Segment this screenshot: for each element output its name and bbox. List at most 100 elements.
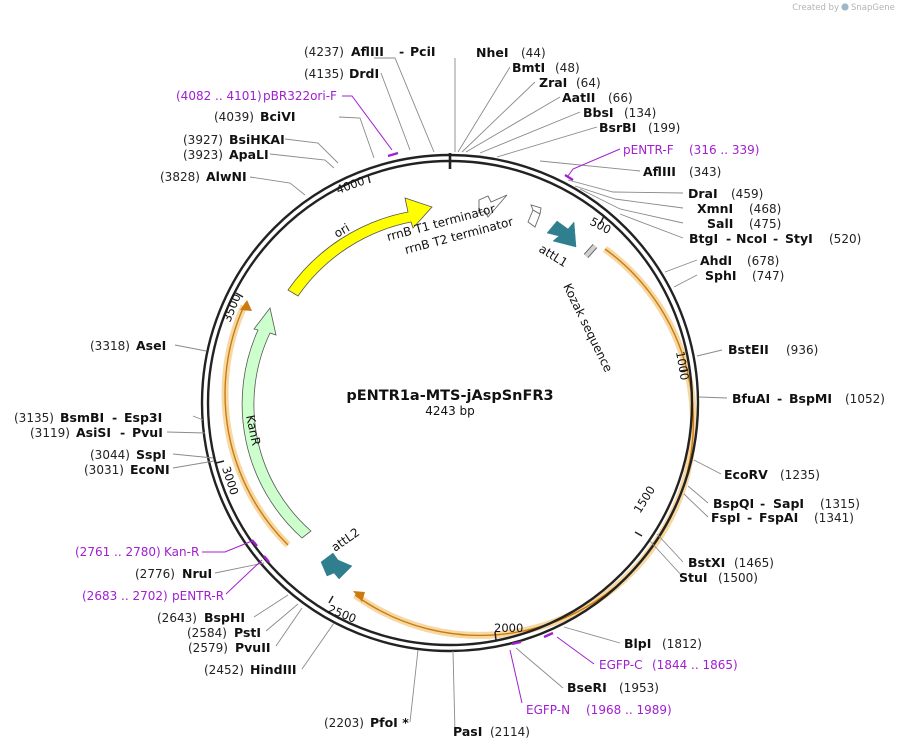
svg-text:(64): (64): [576, 76, 601, 90]
site-label-pstI[interactable]: (2584) PstI: [187, 625, 261, 640]
svg-text:StyI: StyI: [785, 231, 813, 246]
svg-text:(44): (44): [521, 46, 546, 60]
svg-text:(1315): (1315): [820, 497, 860, 511]
feature-label-kozak: Kozak sequence: [560, 281, 615, 374]
svg-text:SalI: SalI: [707, 216, 733, 231]
site-label-apaLI[interactable]: (3923) ApaLI: [183, 147, 269, 162]
site-label-bsmBI-esp3I[interactable]: (3135) BsmBI - Esp3I: [14, 410, 162, 425]
feature-label-attl1: attL1: [536, 242, 570, 270]
site-label-aflIII[interactable]: AflIII (343): [643, 164, 721, 179]
primer-label-pentr-f[interactable]: pENTR-F (316 .. 339): [623, 143, 759, 157]
site-label-bsrBI[interactable]: BsrBI (199): [599, 120, 680, 135]
site-label-draI[interactable]: DraI (459): [688, 186, 763, 201]
site-label-fspI-fspAI[interactable]: FspI - FspAI (1341): [711, 510, 854, 525]
primer-label-egfp-c[interactable]: EGFP-C (1844 .. 1865): [599, 658, 738, 672]
site-label-bseRI[interactable]: BseRI (1953): [567, 680, 659, 695]
svg-text:(3923): (3923): [183, 148, 223, 162]
site-label-aflIII-pciI[interactable]: (4237) AflIII - PciI: [304, 44, 436, 59]
ori-feature[interactable]: [287, 197, 433, 297]
svg-text:(4237): (4237): [304, 45, 344, 59]
svg-text:(4039): (4039): [214, 110, 254, 124]
svg-text:BspHI: BspHI: [204, 610, 245, 625]
svg-text:BsrBI: BsrBI: [599, 120, 636, 135]
site-label-bsiHKAI[interactable]: (3927) BsiHKAI: [183, 132, 285, 147]
site-label-bciVI[interactable]: (4039) BciVI: [214, 109, 296, 124]
svg-text:-: -: [760, 496, 765, 511]
svg-text:(3318): (3318): [90, 339, 130, 353]
primer-label-kan-r[interactable]: (2761 .. 2780) Kan-R: [75, 545, 199, 559]
rrnb-t1-terminator-feature[interactable]: [478, 194, 508, 218]
tick-label: 2000: [494, 621, 523, 635]
site-label-blpI[interactable]: BlpI (1812): [624, 636, 702, 651]
site-label-bmtI[interactable]: BmtI (48): [512, 60, 580, 75]
svg-text:(1812): (1812): [662, 637, 702, 651]
svg-text:BstXI: BstXI: [688, 555, 725, 570]
credit-brand: SnapGene: [851, 3, 895, 13]
svg-text:(678): (678): [747, 254, 779, 268]
svg-text:PvuI: PvuI: [132, 425, 163, 440]
site-label-zraI[interactable]: ZraI (64): [539, 75, 601, 90]
svg-text:AflIII: AflIII: [643, 164, 676, 179]
svg-text:(4082 .. 4101): (4082 .. 4101): [176, 89, 262, 103]
attl1-feature[interactable]: [546, 220, 577, 248]
svg-text:(134): (134): [624, 106, 656, 120]
site-label-nheI[interactable]: NheI (44): [476, 45, 546, 60]
primer-label-egfp-n[interactable]: EGFP-N (1968 .. 1989): [526, 703, 672, 717]
svg-text:AsiSI: AsiSI: [76, 425, 111, 440]
site-label-ahdI[interactable]: AhdI (678): [700, 253, 779, 268]
site-label-ecoNI[interactable]: (3031) EcoNI: [84, 462, 170, 477]
site-label-ecoRV[interactable]: EcoRV (1235): [724, 467, 820, 482]
site-label-bspQI-sapI[interactable]: BspQI - SapI (1315): [713, 496, 860, 511]
svg-text:ZraI: ZraI: [539, 75, 567, 90]
site-label-hindIII[interactable]: (2452) HindIII: [204, 662, 297, 677]
site-label-bstEII[interactable]: BstEII (936): [728, 342, 818, 357]
rrnb-t2-terminator-feature[interactable]: [527, 204, 542, 228]
svg-text:(1953): (1953): [619, 681, 659, 695]
orf-arrowhead: [240, 300, 252, 311]
svg-text:SspI: SspI: [136, 447, 166, 462]
svg-text:(468): (468): [749, 202, 781, 216]
site-label-bspHI[interactable]: (2643) BspHI: [157, 610, 245, 625]
site-label-pfoI[interactable]: (2203) PfoI *: [324, 715, 409, 730]
site-label-sphI[interactable]: SphI (747): [705, 268, 784, 283]
svg-text:BspQI: BspQI: [713, 496, 754, 511]
site-label-alwNI[interactable]: (3828) AlwNI: [160, 169, 247, 184]
site-label-stuI[interactable]: StuI (1500): [679, 570, 758, 585]
svg-text:(2579): (2579): [188, 641, 228, 655]
site-label-nruI[interactable]: (2776) NruI: [135, 566, 212, 581]
svg-text:(343): (343): [689, 165, 721, 179]
site-label-asiSI-pvuI[interactable]: (3119) AsiSI - PvuI: [30, 425, 163, 440]
svg-text:(316 .. 339): (316 .. 339): [689, 143, 759, 157]
site-label-aseI[interactable]: (3318) AseI: [90, 338, 166, 353]
svg-text:(459): (459): [731, 187, 763, 201]
site-label-salI[interactable]: SalI (475): [707, 216, 781, 231]
svg-text:(48): (48): [555, 61, 580, 75]
site-label-pvuII[interactable]: (2579) PvuII: [188, 640, 271, 655]
orf-arrowhead: [353, 591, 365, 602]
primer-label-pentr-r[interactable]: (2683 .. 2702) pENTR-R: [82, 589, 224, 603]
svg-text:AseI: AseI: [136, 338, 166, 353]
site-label-xmnI[interactable]: XmnI (468): [697, 201, 781, 216]
site-label-sspI[interactable]: (3044) SspI: [90, 447, 166, 462]
site-label-bfuAI-bspMI[interactable]: BfuAI - BspMI (1052): [732, 391, 885, 406]
svg-text:-: -: [777, 391, 782, 406]
site-label-bstXI[interactable]: BstXI (1465): [688, 555, 774, 570]
site-label-bbsI[interactable]: BbsI (134): [583, 105, 656, 120]
svg-text:BspMI: BspMI: [789, 391, 832, 406]
site-label-pasI[interactable]: PasI (2114): [453, 724, 530, 739]
site-label-btgI-ncoI-styI[interactable]: BtgI - NcoI - StyI (520): [689, 231, 861, 246]
attl2-feature[interactable]: [320, 552, 353, 580]
feature-label-ori: ori: [332, 221, 353, 241]
svg-text:(2584): (2584): [187, 626, 227, 640]
svg-text:AatII: AatII: [562, 90, 595, 105]
svg-text:(1500): (1500): [718, 571, 758, 585]
primer-label-pbr322ori-f[interactable]: (4082 .. 4101) pBR322ori-F: [176, 89, 337, 103]
site-label-aatII[interactable]: AatII (66): [562, 90, 633, 105]
svg-text:XmnI: XmnI: [697, 201, 733, 216]
svg-text:(3119): (3119): [30, 426, 70, 440]
svg-text:ApaLI: ApaLI: [229, 147, 269, 162]
kanr-feature[interactable]: [241, 307, 312, 539]
svg-text:AlwNI: AlwNI: [206, 169, 247, 184]
site-label-drdI[interactable]: (4135) DrdI: [304, 66, 379, 81]
svg-text:-: -: [747, 510, 752, 525]
